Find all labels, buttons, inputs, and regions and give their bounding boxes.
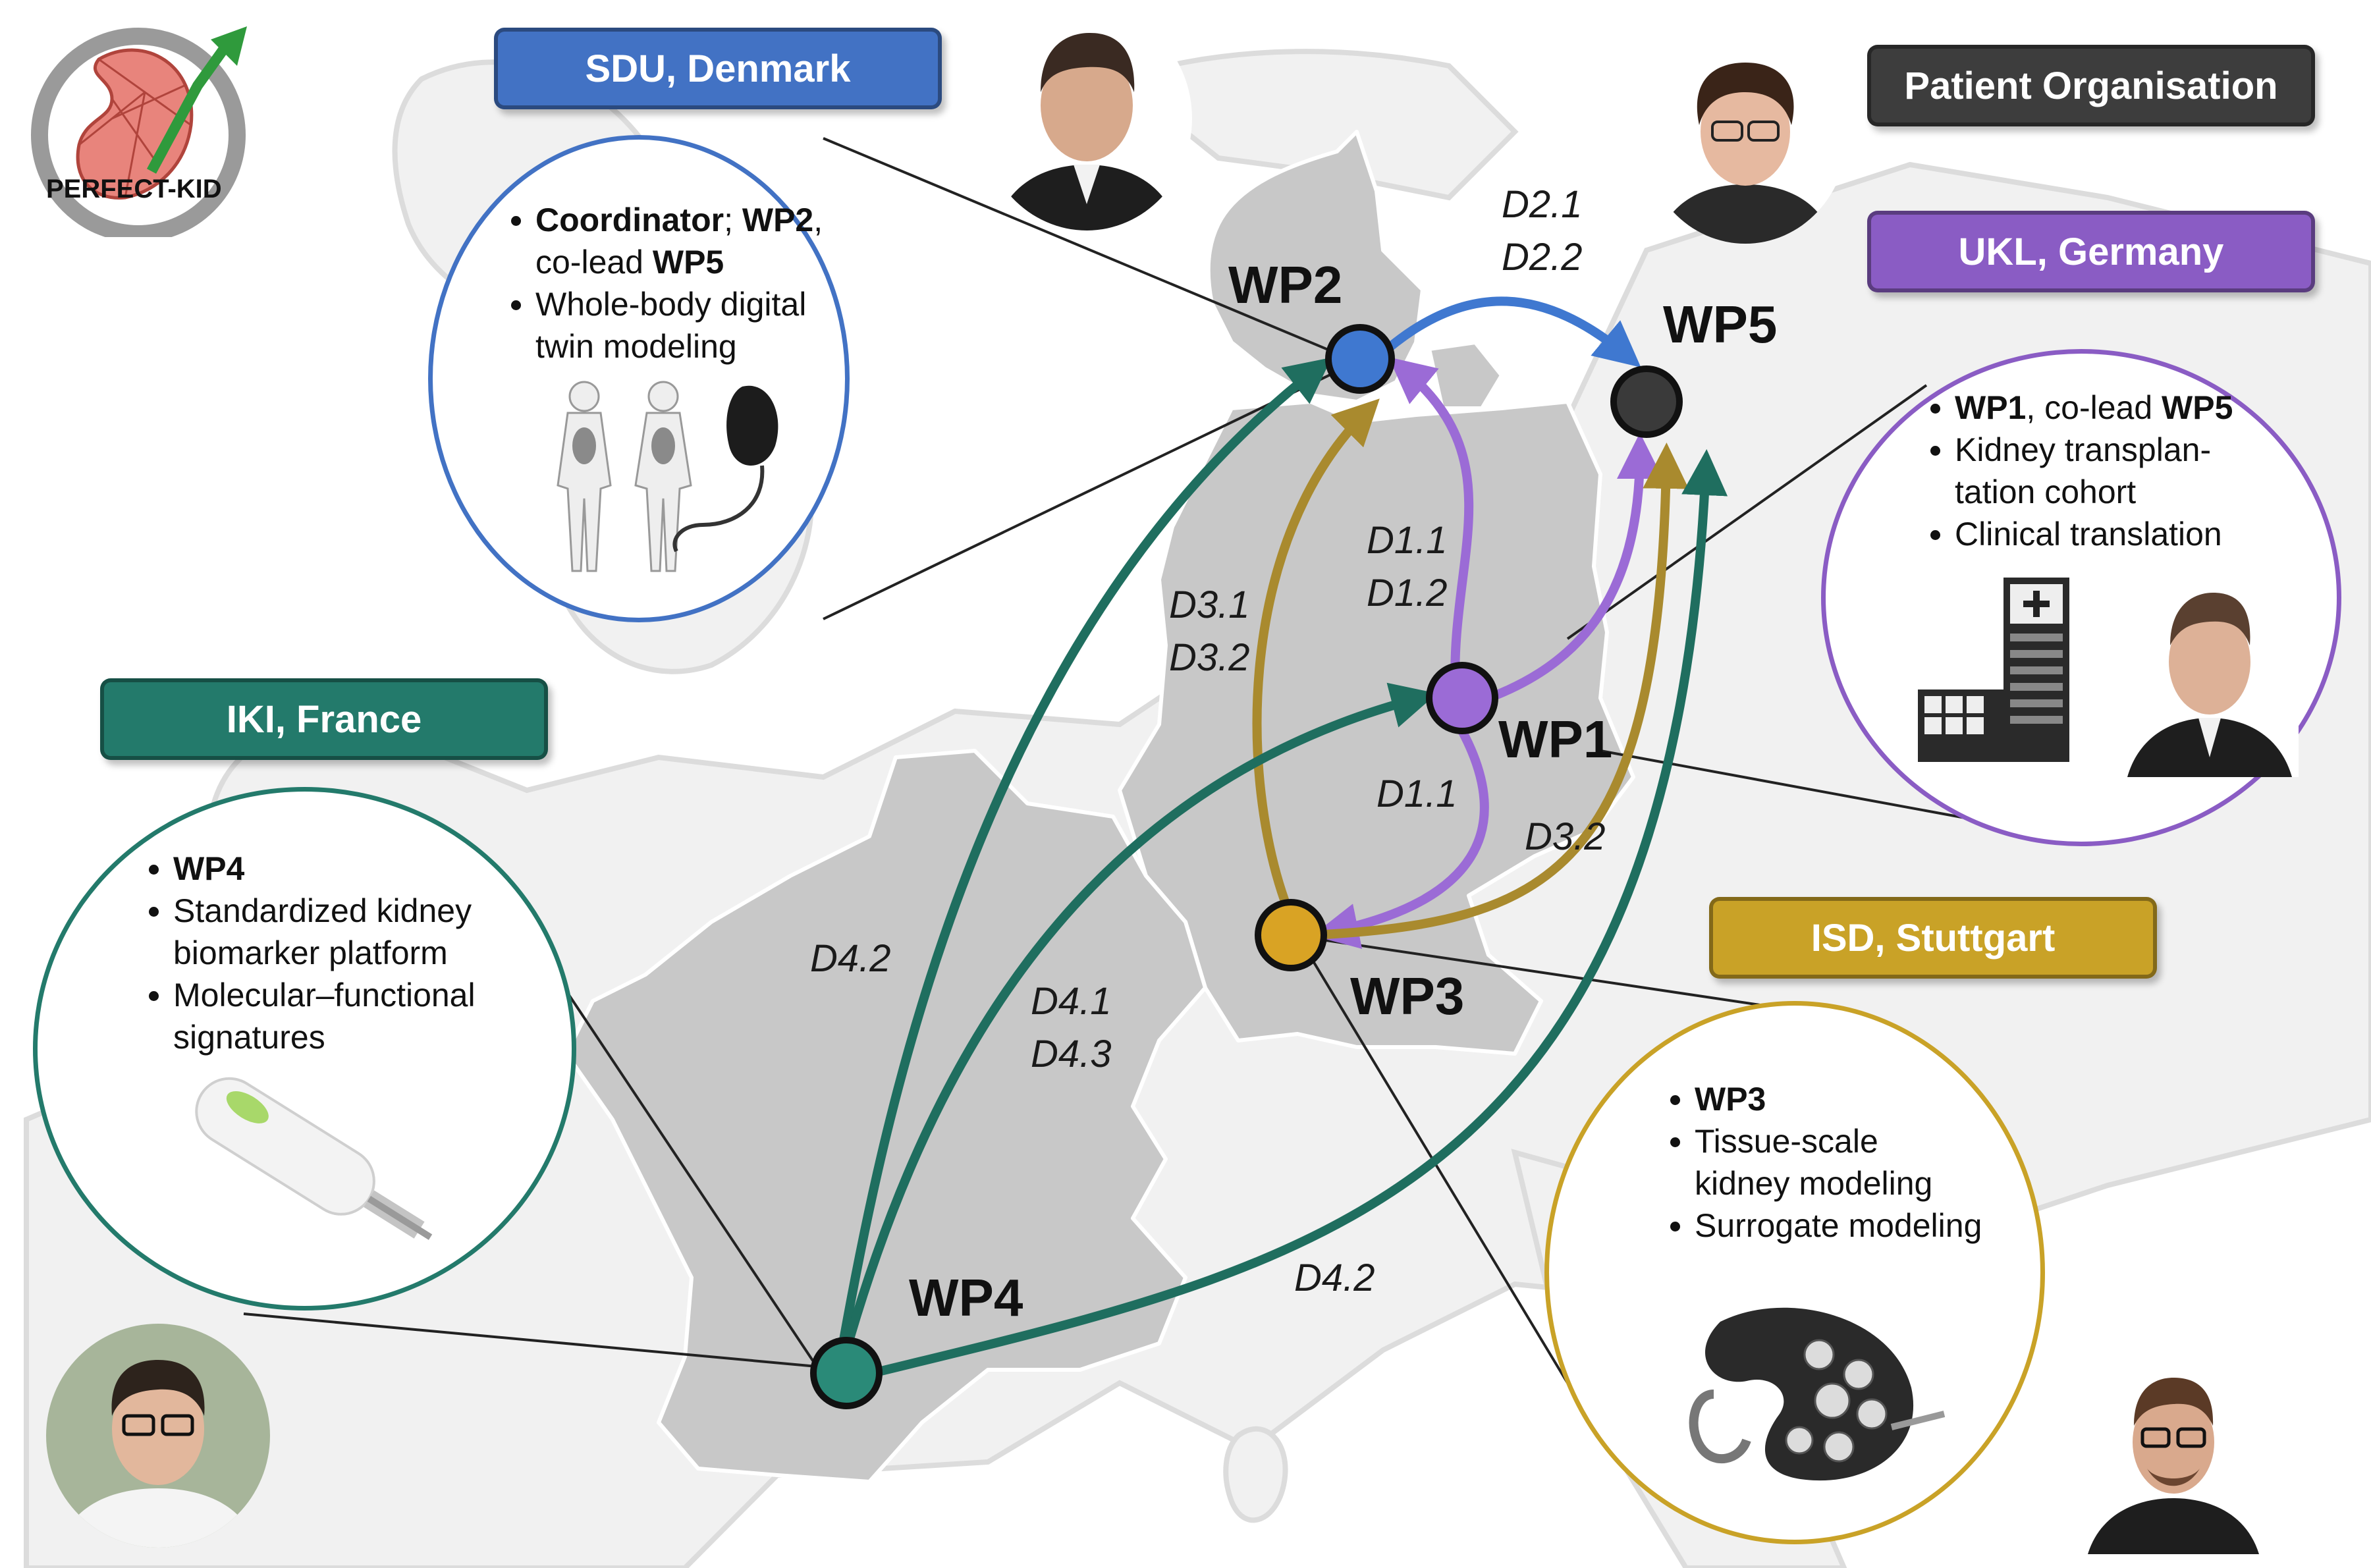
person-avatar-icon (46, 1324, 270, 1548)
isd-info-bubble: WP3 Tissue-scale kidney modeling Surroga… (1544, 1001, 2045, 1544)
deliverable-label: D4.3 (1031, 1033, 1112, 1075)
bullet-item: Standardized kidney biomarker platform (173, 890, 595, 974)
flow-wp2-wp5 (1375, 296, 1641, 367)
iki-portrait (46, 1324, 270, 1548)
flow-wp1-wp2 (1388, 357, 1474, 696)
iki-bullets: WP4 Standardized kidney biomarker platfo… (136, 848, 595, 1058)
germany-shape (1118, 400, 1635, 1056)
partner-sdu-box: SDU, Denmark (494, 28, 942, 109)
bullet-item: WP3 (1695, 1078, 2063, 1120)
flow-wp4-wp1 (842, 682, 1438, 1355)
deliverable-label: D2.1 (1502, 183, 1583, 226)
deliverable-label: D1.1 (1367, 519, 1448, 562)
perfect-kid-logo: PERFECT-KID (13, 13, 270, 242)
flow-wp1-wp5 (1484, 433, 1663, 703)
bullet-item: Surrogate modeling (1695, 1204, 2063, 1247)
biomarker-device-icon (195, 1077, 433, 1240)
deliverable-label: D1.2 (1367, 572, 1448, 614)
logo-text: PERFECT-KID (46, 175, 222, 203)
sdu-portrait (981, 7, 1192, 230)
zealand-shape (1427, 340, 1504, 410)
kidney-logo-icon: PERFECT-KID (31, 26, 247, 242)
wp5-node (1610, 365, 1683, 438)
bullet-item: WP4 (173, 848, 595, 890)
bullet-item: Molecular–functional signatures (173, 974, 595, 1058)
deliverable-label: D3.2 (1169, 636, 1250, 679)
wp2-label: WP2 (1228, 256, 1342, 314)
wp4-node (810, 1337, 883, 1409)
flow-wp4-wp2 (838, 357, 1332, 1348)
wp1-label: WP1 (1498, 710, 1612, 769)
person-avatar-icon (2121, 553, 2299, 777)
flow-wp3-wp5 (1309, 443, 1689, 940)
partner-ukl-label: UKL, Germany (1958, 230, 2224, 273)
deliverable-label: D1.1 (1376, 772, 1458, 815)
sdu-bullets: Coordinator; WP2, co-lead WP5 Whole-body… (499, 199, 878, 367)
patient-org-portrait (1643, 26, 1847, 244)
wp5-label: WP5 (1663, 295, 1777, 354)
partner-patient-label: Patient Organisation (1904, 64, 2278, 107)
flow-wp1-wp3 (1312, 726, 1489, 949)
partner-isd-label: ISD, Stuttgart (1811, 916, 2056, 960)
flow-wp3-wp2 (1252, 398, 1380, 913)
flow-arrows (838, 296, 1728, 1378)
person-avatar-icon (1643, 26, 1847, 244)
partner-sdu-label: SDU, Denmark (585, 47, 851, 90)
hospital-icon (1918, 578, 2069, 762)
isd-bullets: WP3 Tissue-scale kidney modeling Surroga… (1658, 1078, 2063, 1247)
deliverable-label: D4.2 (1294, 1257, 1375, 1299)
bullet-item: Clinical translation (1955, 513, 2350, 555)
isd-portrait (2075, 1343, 2272, 1554)
partner-iki-box: IKI, France (100, 678, 548, 760)
deliverable-label: D4.2 (810, 937, 891, 980)
sdu-info-bubble: Coordinator; WP2, co-lead WP5 Whole-body… (428, 135, 850, 622)
bullet-item: WP1, co-lead WP5 (1955, 387, 2350, 429)
bullet-item: Whole-body digital twin modeling (535, 283, 878, 367)
human-bodies-icon (557, 381, 778, 572)
deliverable-label: D3.1 (1169, 583, 1250, 626)
wp4-label: WP4 (909, 1268, 1023, 1327)
work-package-labels: WP2 WP5 WP1 WP3 WP4 (909, 256, 1777, 1327)
bullet-item: Coordinator; WP2, co-lead WP5 (535, 199, 878, 283)
deliverable-labels: D2.1 D2.2 D1.1 D1.2 D3.1 D3.2 D1.1 D3.2 … (810, 183, 1606, 1299)
ukl-portrait (2121, 553, 2299, 777)
bullet-item: Kidney transplan- tation cohort (1955, 429, 2350, 513)
deliverable-label: D3.2 (1525, 815, 1606, 858)
ukl-info-bubble: WP1, co-lead WP5 Kidney transplan- tatio… (1821, 349, 2341, 846)
partner-patient-box: Patient Organisation (1867, 45, 2315, 126)
wp1-node (1426, 662, 1498, 734)
deliverable-label: D4.1 (1031, 980, 1112, 1023)
partner-isd-box: ISD, Stuttgart (1709, 897, 2157, 979)
iki-info-bubble: WP4 Standardized kidney biomarker platfo… (33, 787, 576, 1311)
person-avatar-icon (2075, 1343, 2272, 1554)
person-avatar-icon (981, 7, 1192, 230)
flow-wp4-wp5 (868, 449, 1728, 1378)
wp2-node (1325, 324, 1395, 394)
ukl-bullets: WP1, co-lead WP5 Kidney transplan- tatio… (1918, 387, 2350, 555)
bullet-item: Tissue-scale kidney modeling (1695, 1120, 2063, 1204)
deliverable-label: D2.2 (1502, 236, 1583, 279)
work-package-nodes (810, 324, 1683, 1409)
partner-iki-label: IKI, France (226, 697, 422, 741)
wp3-label: WP3 (1350, 967, 1464, 1025)
kidney-tissue-icon (1689, 1307, 1946, 1481)
partner-ukl-box: UKL, Germany (1867, 211, 2315, 292)
wp3-node (1255, 899, 1327, 971)
